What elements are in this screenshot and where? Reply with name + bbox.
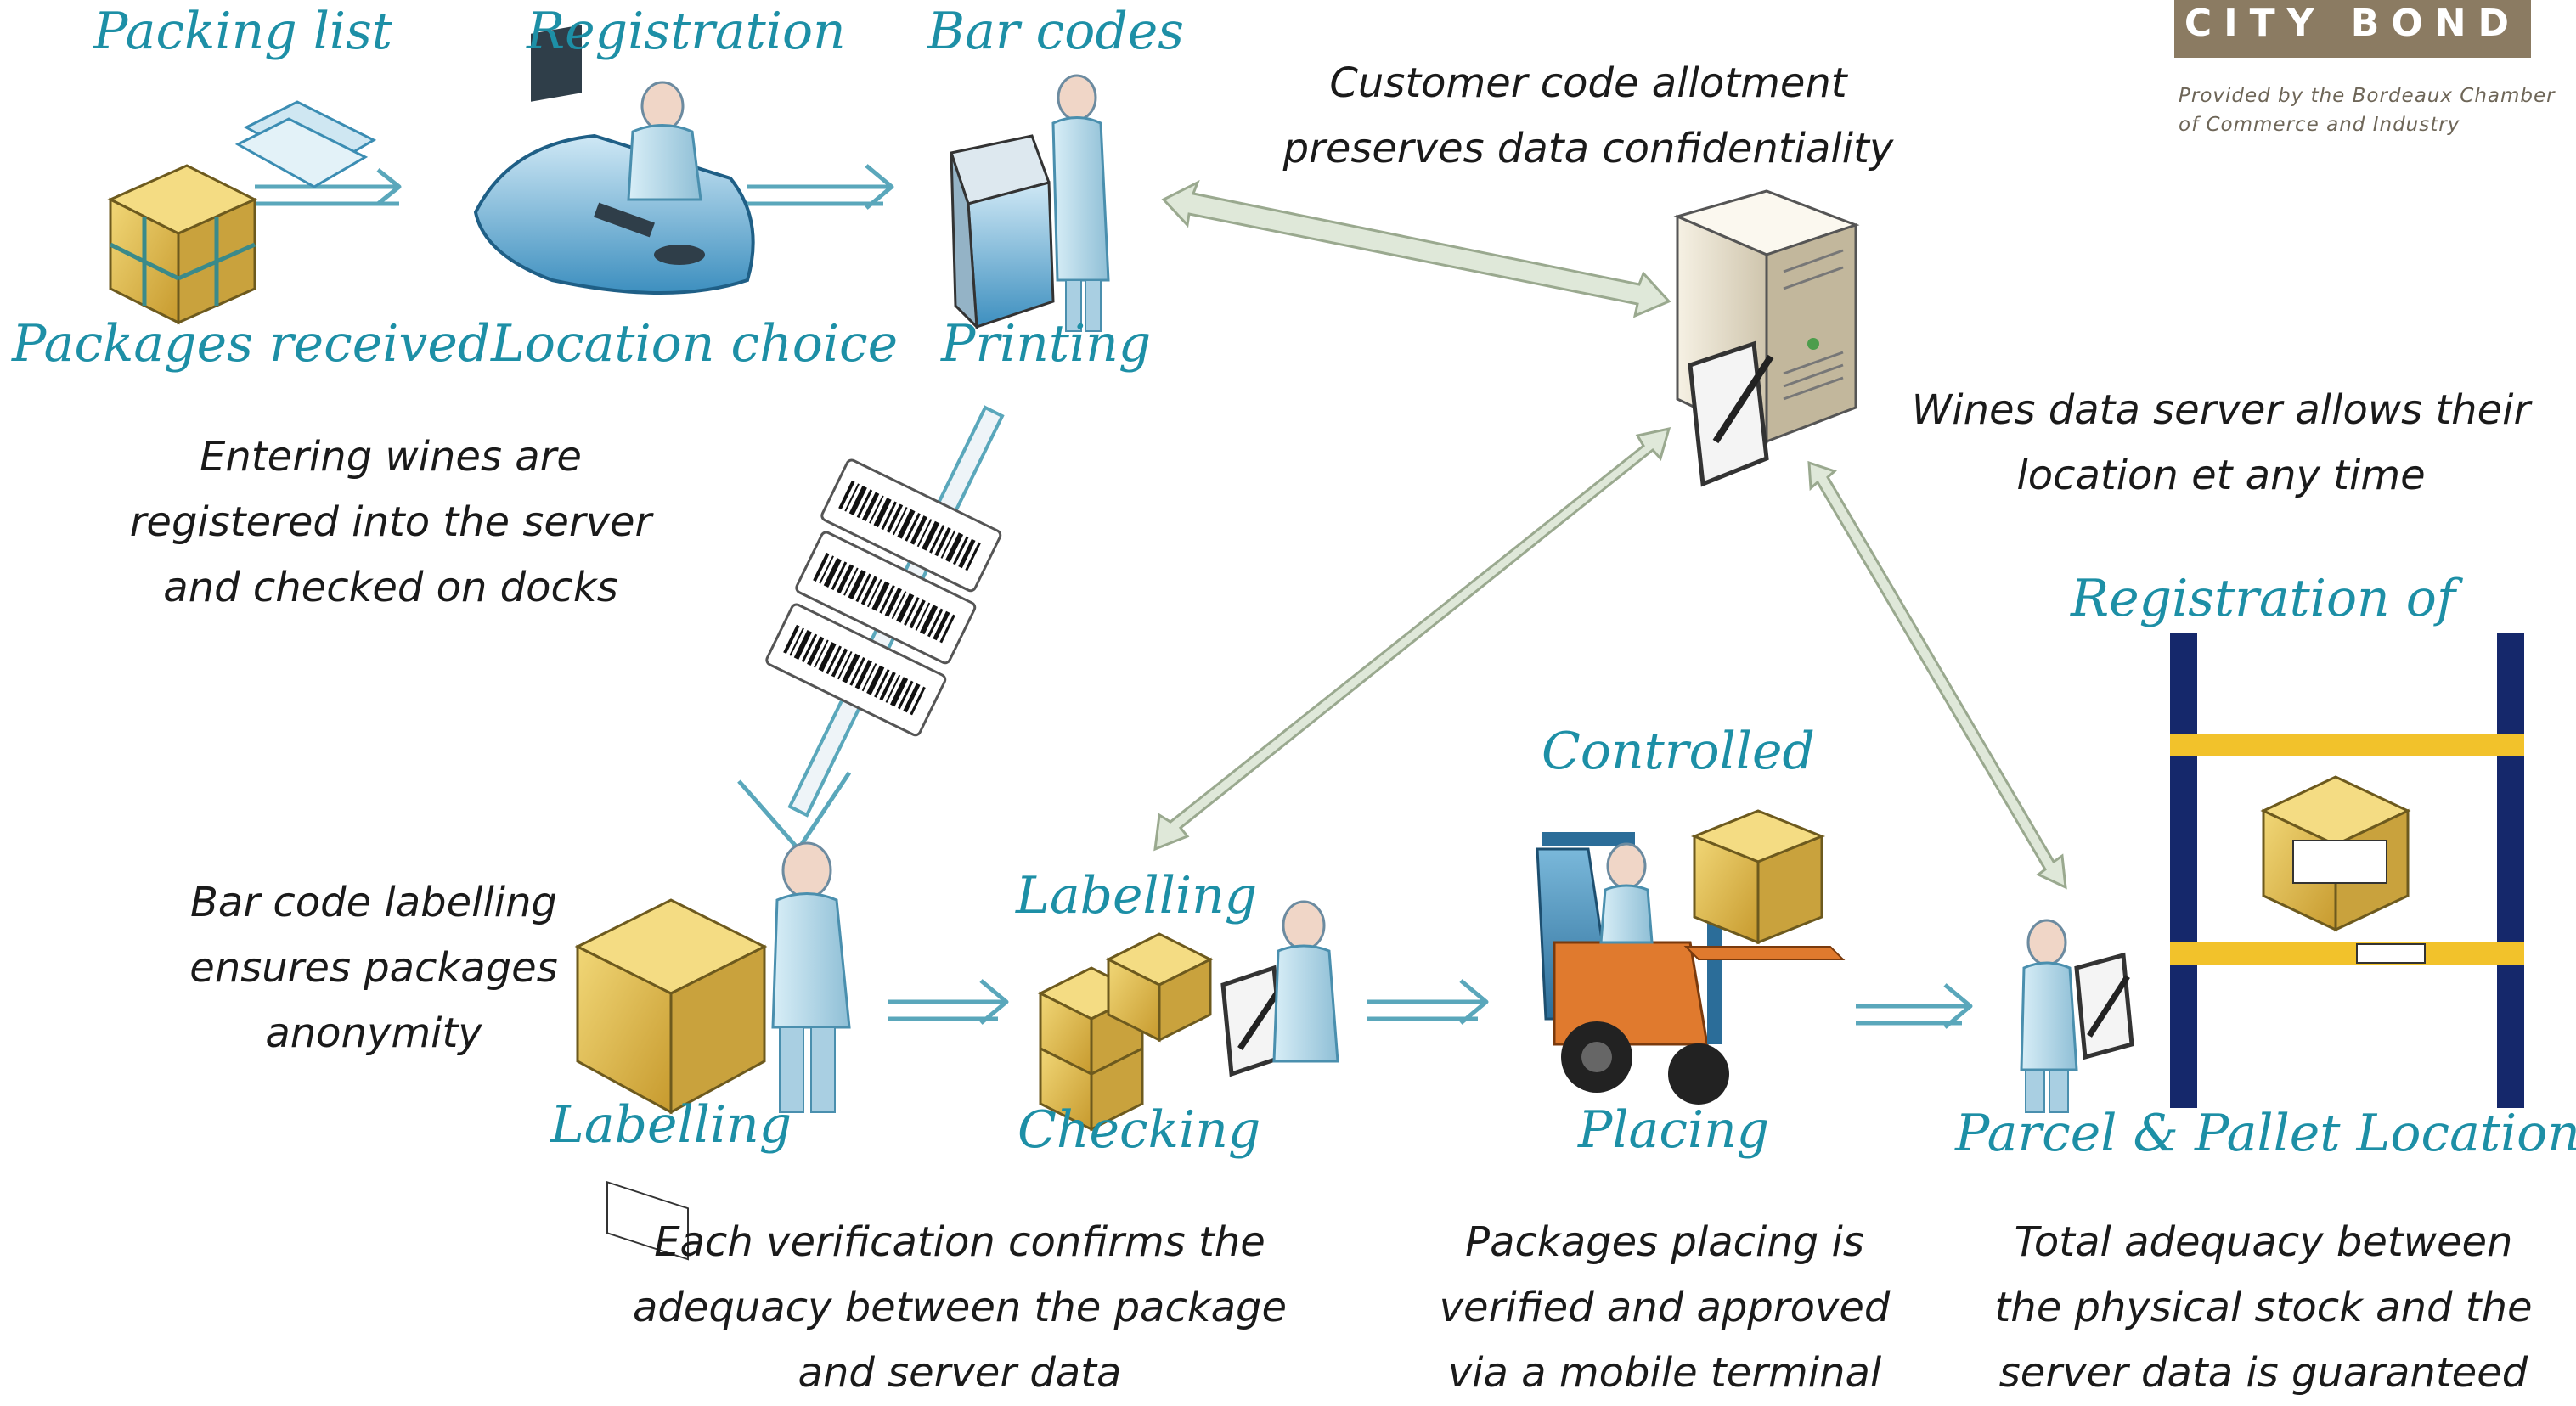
forklift-icon xyxy=(1536,809,1846,1105)
note-line: ensures packages xyxy=(189,944,558,992)
note-line: location et any time xyxy=(2016,452,2426,499)
logo-subtitle-line: Provided by the Bordeaux Chamber xyxy=(2179,85,2556,107)
checking-icon xyxy=(1037,900,1339,1132)
packages-received-icon xyxy=(107,100,377,325)
arrow-placing-to-location xyxy=(1856,983,1973,1029)
step-location-choice: Location choice xyxy=(491,314,899,374)
server-links xyxy=(1153,179,2067,890)
logo-subtitle-line: of Commerce and Industry xyxy=(2179,114,2460,136)
link-printing-server xyxy=(1161,179,1671,318)
flow-arrows xyxy=(255,164,1973,1029)
step-controlled: Controlled xyxy=(1542,722,1815,781)
step-labelling-check: Labelling xyxy=(1016,866,1258,925)
note-line: anonymity xyxy=(265,1010,482,1057)
storage-rack-icon xyxy=(2170,633,2524,1108)
note-line: Customer code allotment xyxy=(1329,59,1847,107)
link-checking-server xyxy=(1153,427,1671,852)
barcode-printer-icon xyxy=(950,74,1110,332)
note-verification: Each verification confirms the adequacy … xyxy=(586,1210,1333,1406)
note-line: Entering wines are xyxy=(200,433,582,481)
barcode-labels xyxy=(765,458,1002,737)
arrow-received-to-registration xyxy=(255,168,402,206)
note-line: registered into the server xyxy=(129,498,652,546)
arrow-labelling-to-checking xyxy=(888,979,1009,1025)
registration-desk-icon xyxy=(473,25,755,295)
step-packing-list: Packing list xyxy=(93,2,393,61)
arrow-checking-to-placing xyxy=(1367,979,1489,1025)
note-line: and server data xyxy=(798,1349,1122,1397)
note-line: the physical stock and the xyxy=(1994,1284,2533,1331)
step-labelling: Labelling xyxy=(550,1095,792,1155)
note-line: Bar code labelling xyxy=(190,879,557,926)
note-line: Wines data server allows their xyxy=(1911,386,2531,434)
note-line: Total adequacy between xyxy=(2014,1218,2513,1266)
city-bond-logo: CITY BOND xyxy=(2174,0,2531,58)
step-registration-of: Registration of xyxy=(2071,569,2456,628)
arrow-registration-to-printing xyxy=(747,164,894,210)
link-location-server xyxy=(1807,460,2067,890)
barcode-strip xyxy=(737,405,1005,853)
note-line: and checked on docks xyxy=(163,564,618,611)
note-line: adequacy between the package xyxy=(632,1284,1288,1331)
step-placing: Placing xyxy=(1578,1100,1770,1160)
note-line: Packages placing is xyxy=(1465,1218,1864,1266)
step-bar-codes: Bar codes xyxy=(927,2,1185,61)
note-line: preserves data confidentiality xyxy=(1282,125,1894,172)
note-line: verified and approved xyxy=(1439,1284,1891,1331)
note-entering-wines: Entering wines are registered into the s… xyxy=(85,425,696,621)
note-line: server data is guaranteed xyxy=(1998,1349,2528,1397)
step-parcel-pallet-location: Parcel & Pallet Location xyxy=(1955,1104,2576,1163)
note-wines-server: Wines data server allows their location … xyxy=(1877,378,2565,509)
logo-subtitle: Provided by the Bordeaux Chamber of Comm… xyxy=(2179,82,2569,139)
note-adequacy: Total adequacy between the physical stoc… xyxy=(1962,1210,2565,1406)
labelling-icon xyxy=(574,841,851,1261)
note-placing: Packages placing is verified and approve… xyxy=(1393,1210,1936,1406)
step-printing: Printing xyxy=(941,314,1152,374)
data-server-icon xyxy=(1673,189,1860,487)
step-registration: Registration xyxy=(527,2,846,61)
note-barcode-labelling: Bar code labelling ensures packages anon… xyxy=(144,870,603,1066)
step-packages-received: Packages received xyxy=(12,314,491,374)
step-checking: Checking xyxy=(1017,1100,1261,1160)
note-line: Each verification confirms the xyxy=(654,1218,1265,1266)
note-customer-code: Customer code allotment preserves data c… xyxy=(1232,51,1945,182)
location-icon xyxy=(2020,919,2134,1113)
note-line: via a mobile terminal xyxy=(1447,1349,1882,1397)
